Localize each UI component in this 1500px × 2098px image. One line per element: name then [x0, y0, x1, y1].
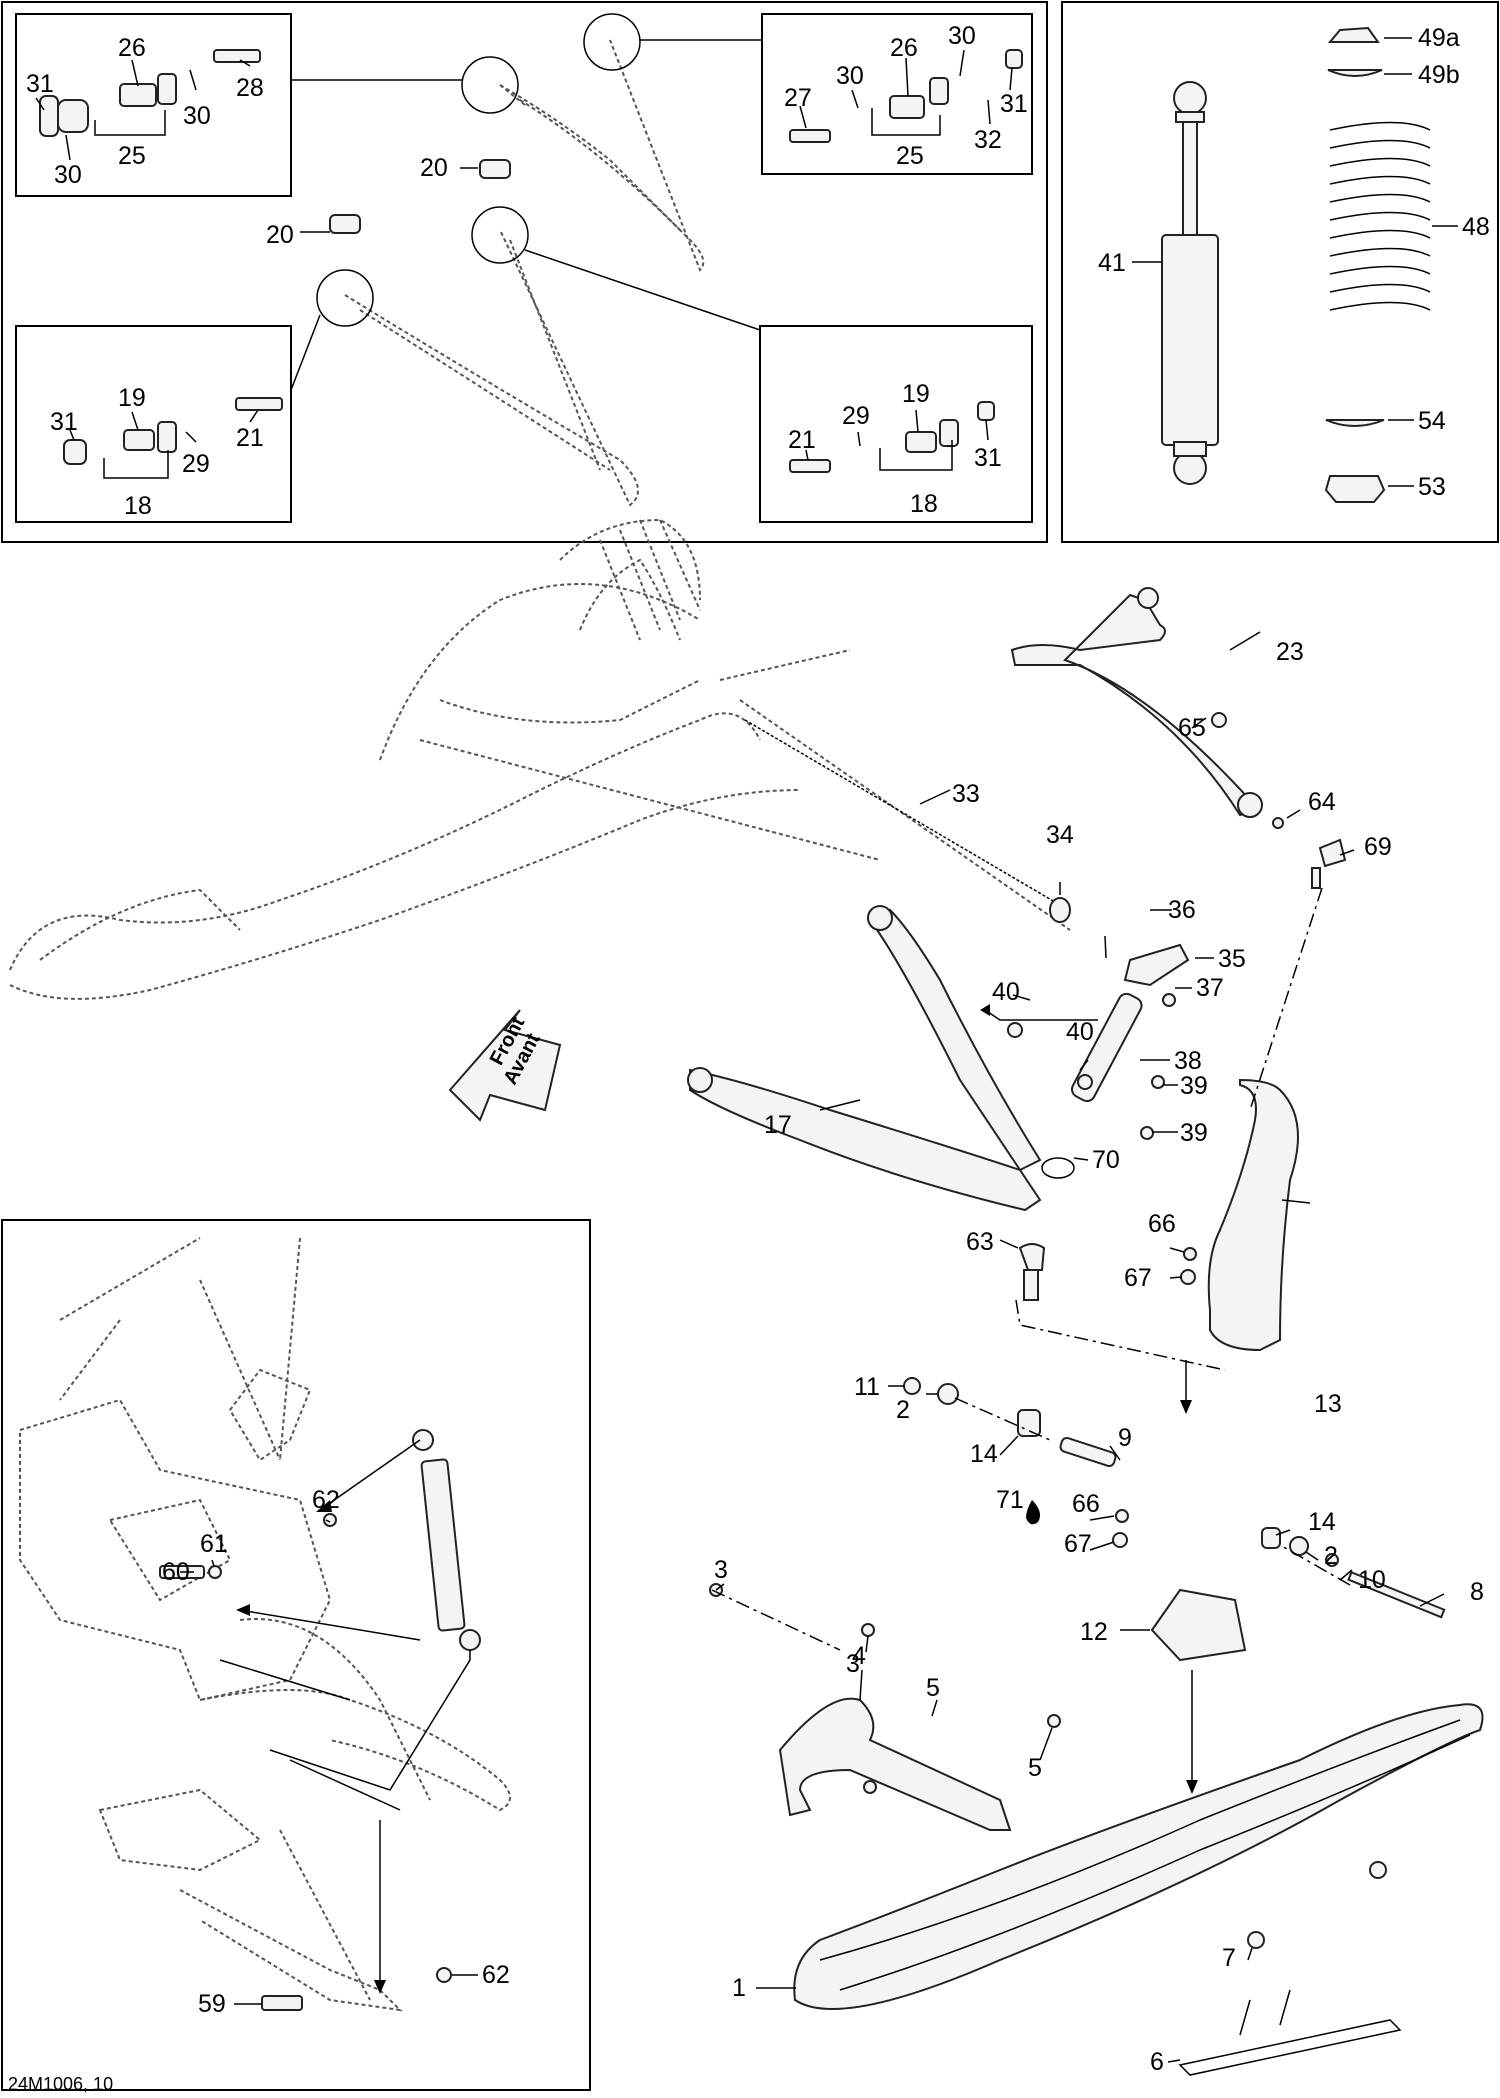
part-number-66: 66 [1148, 1210, 1176, 1238]
part-number-71: 71 [996, 1486, 1024, 1514]
part-number-53: 53 [1418, 473, 1446, 501]
chassis-sketch [9, 518, 1071, 1000]
part-number-6: 6 [1150, 2048, 1164, 2076]
part-number-5: 5 [1028, 1754, 1042, 1782]
part-number-30: 30 [183, 102, 211, 130]
part-number-40: 40 [1066, 1018, 1094, 1046]
part-number-17: 17 [764, 1111, 792, 1139]
part-number-65: 65 [1178, 714, 1206, 742]
part-number-70: 70 [1092, 1146, 1120, 1174]
part-number-7: 7 [1222, 1944, 1236, 1972]
part-number-63: 63 [966, 1228, 994, 1256]
part-number-25: 25 [118, 142, 146, 170]
part-number-62: 62 [482, 1961, 510, 1989]
part-number-18: 18 [124, 492, 152, 520]
part-number-36: 36 [1168, 896, 1196, 924]
part-number-35: 35 [1218, 945, 1246, 973]
part-number-2: 2 [1324, 1542, 1338, 1570]
part-number-59: 59 [198, 1990, 226, 2018]
part-number-3: 3 [714, 1556, 728, 1584]
part-number-3: 3 [846, 1650, 860, 1678]
part-number-39: 39 [1180, 1072, 1208, 1100]
part-number-27: 27 [784, 84, 812, 112]
part-number-39: 39 [1180, 1119, 1208, 1147]
part-number-61: 61 [200, 1530, 228, 1558]
part-number-26: 26 [118, 34, 146, 62]
part-number-19: 19 [118, 384, 146, 412]
part-number-20: 20 [266, 221, 294, 249]
part-number-31: 31 [26, 70, 54, 98]
part-number-49a: 49a [1418, 24, 1460, 52]
part-number-31: 31 [974, 444, 1002, 472]
part-number-8: 8 [1470, 1578, 1484, 1606]
part-number-28: 28 [236, 74, 264, 102]
part-number-26: 26 [890, 34, 918, 62]
part-number-19: 19 [902, 380, 930, 408]
part-number-31: 31 [50, 408, 78, 436]
part-number-4: 4 [852, 1642, 866, 1670]
part-number-5: 5 [926, 1674, 940, 1702]
part-number-13: 13 [1314, 1390, 1342, 1418]
part-number-54: 54 [1418, 407, 1446, 435]
part-number-38: 38 [1174, 1047, 1202, 1075]
part-number-31: 31 [1000, 90, 1028, 118]
part-number-1: 1 [732, 1974, 746, 2002]
part-number-69: 69 [1364, 833, 1392, 861]
part-number-10: 10 [1358, 1566, 1386, 1594]
part-number-29: 29 [182, 450, 210, 478]
part-number-30: 30 [836, 62, 864, 90]
drawing-reference: 24M1006, 10 [8, 2074, 113, 2094]
part-number-32: 32 [974, 126, 1002, 154]
part-number-30: 30 [54, 161, 82, 189]
part-number-14: 14 [1308, 1508, 1336, 1536]
a-arm-bushing-detail-panel [1, 1, 1048, 543]
part-number-62: 62 [312, 1486, 340, 1514]
front-direction-arrow: Front Avant [448, 1009, 562, 1122]
shock-absorber-panel [1061, 1, 1499, 543]
part-number-25: 25 [896, 142, 924, 170]
front-suspension-parts [687, 587, 1484, 2076]
part-number-30: 30 [948, 22, 976, 50]
part-number-21: 21 [236, 424, 264, 452]
part-number-18: 18 [910, 490, 938, 518]
part-number-40: 40 [992, 978, 1020, 1006]
part-number-37: 37 [1196, 974, 1224, 1002]
part-number-60: 60 [162, 1558, 190, 1586]
part-number-9: 9 [1118, 1424, 1132, 1452]
part-number-20: 20 [420, 154, 448, 182]
part-number-48: 48 [1462, 213, 1490, 241]
part-number-33: 33 [952, 780, 980, 808]
part-number-67: 67 [1124, 1264, 1152, 1292]
part-number-23: 23 [1276, 638, 1304, 666]
part-number-34: 34 [1046, 821, 1074, 849]
part-number-2: 2 [896, 1396, 910, 1424]
part-number-64: 64 [1308, 788, 1336, 816]
mounting-inset-panel [1, 1219, 591, 2091]
part-number-41: 41 [1098, 249, 1126, 277]
part-number-29: 29 [842, 402, 870, 430]
part-number-14: 14 [970, 1440, 998, 1468]
part-number-67: 67 [1064, 1530, 1092, 1558]
part-number-21: 21 [788, 426, 816, 454]
part-number-11: 11 [854, 1373, 880, 1401]
part-number-12: 12 [1080, 1618, 1108, 1646]
part-number-66: 66 [1072, 1490, 1100, 1518]
part-number-49b: 49b [1418, 61, 1460, 89]
